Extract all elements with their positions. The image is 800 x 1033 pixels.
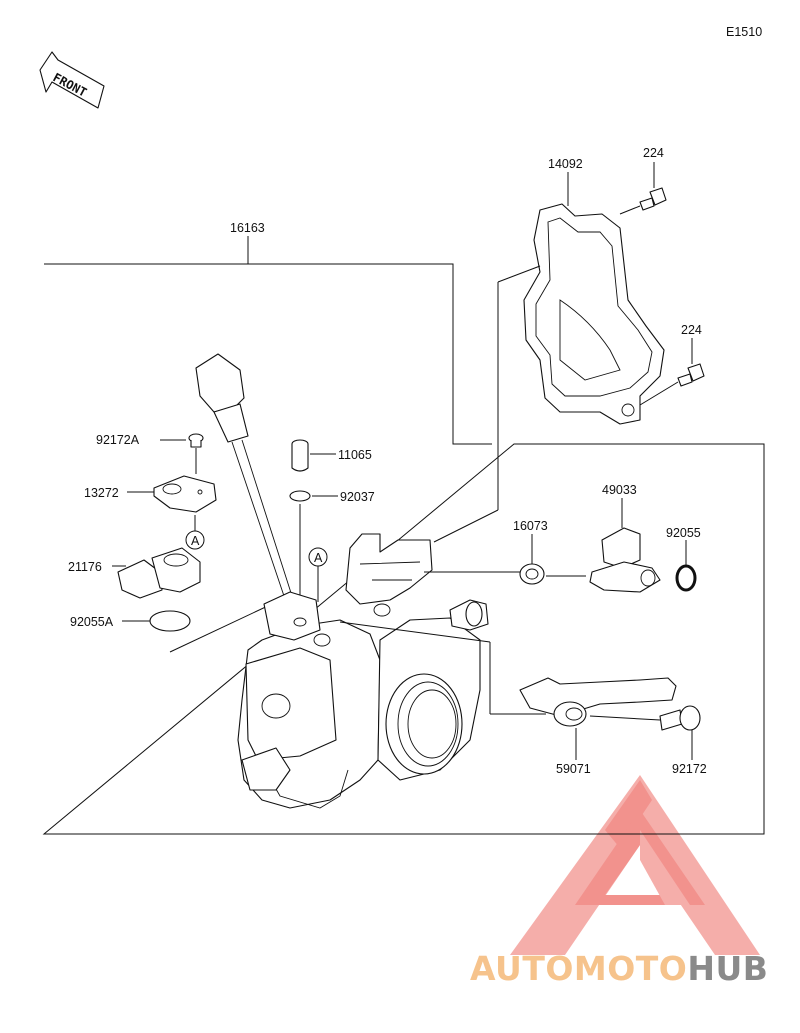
injector-49033 xyxy=(589,527,661,593)
label-224-top: 224 xyxy=(643,146,664,160)
front-arrow-icon: FRONT xyxy=(39,51,105,109)
fitting-59071 xyxy=(519,677,677,727)
watermark-part2: HUB xyxy=(687,949,768,988)
cover-part xyxy=(523,203,665,425)
callout-a-left-text: A xyxy=(191,534,200,548)
bracket-13272 xyxy=(153,475,217,513)
label-92055A: 92055A xyxy=(70,615,114,629)
callout-a-right-text: A xyxy=(314,551,323,565)
screw-224-top xyxy=(639,187,667,211)
oring-92055 xyxy=(675,564,697,592)
label-16073: 16073 xyxy=(513,519,548,533)
oring-92037 xyxy=(289,490,311,502)
label-224-right: 224 xyxy=(681,323,702,337)
label-92172A: 92172A xyxy=(96,433,140,447)
screw-224-right xyxy=(677,363,705,387)
sensor-21176 xyxy=(117,547,201,599)
label-14092: 14092 xyxy=(548,157,583,171)
watermark-text: AUTOMOTOHUB xyxy=(470,949,768,988)
label-49033: 49033 xyxy=(602,483,637,497)
watermark-part1: AUTOMOTO xyxy=(470,949,687,988)
label-11065: 11065 xyxy=(338,448,372,462)
cap-11065 xyxy=(291,439,309,472)
label-13272: 13272 xyxy=(84,486,119,500)
sensor-cable xyxy=(195,353,293,597)
screw-92172 xyxy=(659,705,701,731)
oring-92055A xyxy=(149,610,191,632)
throttle-body xyxy=(237,533,489,809)
label-92037: 92037 xyxy=(340,490,375,504)
screw-92172A xyxy=(188,433,204,448)
label-21176: 21176 xyxy=(68,560,102,574)
bushing-16073 xyxy=(519,563,545,585)
watermark-logo xyxy=(510,775,760,955)
label-92172: 92172 xyxy=(672,762,707,776)
label-92055: 92055 xyxy=(666,526,701,540)
label-59071: 59071 xyxy=(556,762,591,776)
diagram-code: E1510 xyxy=(726,25,762,39)
label-16163: 16163 xyxy=(230,221,265,235)
